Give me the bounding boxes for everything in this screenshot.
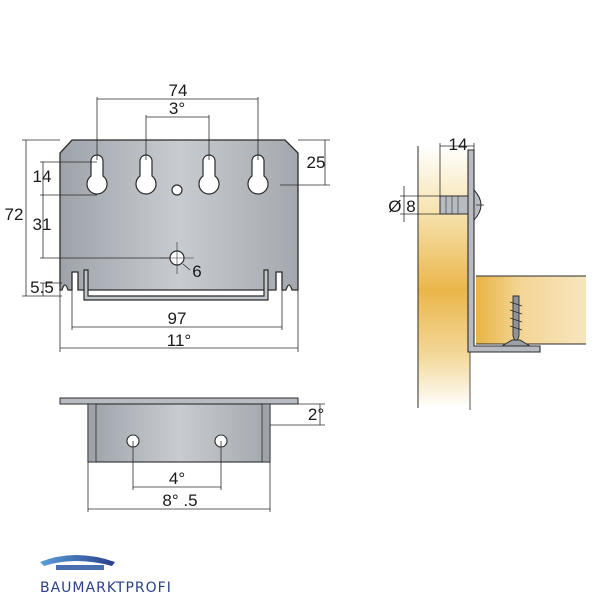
dim-width-74: 74 — [169, 81, 188, 100]
center-hole — [171, 184, 183, 196]
side-view: 14 Ø 8 — [388, 135, 586, 410]
wall-board — [418, 146, 470, 408]
dim-height-31: 31 — [33, 215, 52, 234]
dim-dia-8: Ø 8 — [388, 197, 415, 216]
connector-bolt — [439, 188, 484, 222]
mounting-plate — [59, 139, 299, 291]
keyhole-slot — [135, 154, 157, 195]
bottom-flange — [83, 269, 269, 301]
dim-width-97: 97 — [168, 309, 187, 328]
bottom-dimension-lines — [87, 403, 325, 512]
dim-length-8-5: 8° .5 — [162, 491, 197, 510]
keyhole-slots — [86, 154, 269, 195]
top-plate-edge — [59, 397, 299, 405]
flange-face — [87, 403, 271, 463]
keyhole-slot — [247, 154, 269, 195]
logo-swoosh-icon — [40, 555, 115, 566]
dim-height-5-5: 5.5 — [30, 278, 54, 297]
dim-width-14-side: 14 — [449, 135, 468, 154]
bottom-view: 2° 4° 8° .5 — [59, 397, 325, 512]
shelf-board — [476, 276, 586, 344]
dim-height-14: 14 — [33, 167, 52, 186]
brand-logo: BAUMARKTPROFI — [40, 555, 172, 596]
dim-width-11: 11° — [167, 331, 191, 350]
dim-depth-25: 25 — [307, 153, 326, 172]
keyhole-slot — [86, 154, 108, 195]
logo-text: BAUMARKTPROFI — [40, 580, 172, 596]
dim-height-2: 2° — [308, 405, 324, 424]
shelf-screw — [500, 295, 532, 347]
keyhole-slot — [198, 154, 220, 195]
dim-height-72: 72 — [5, 205, 24, 224]
front-dimension-lines — [22, 97, 330, 352]
front-view: 74 3° 25 72 14 31 5.5 6 97 11° — [5, 81, 330, 352]
side-dimension-lines — [400, 143, 475, 222]
dim-width-3: 3° — [169, 99, 185, 118]
dim-spacing-4: 4° — [169, 469, 185, 488]
dim-hole-6: 6 — [192, 262, 201, 281]
